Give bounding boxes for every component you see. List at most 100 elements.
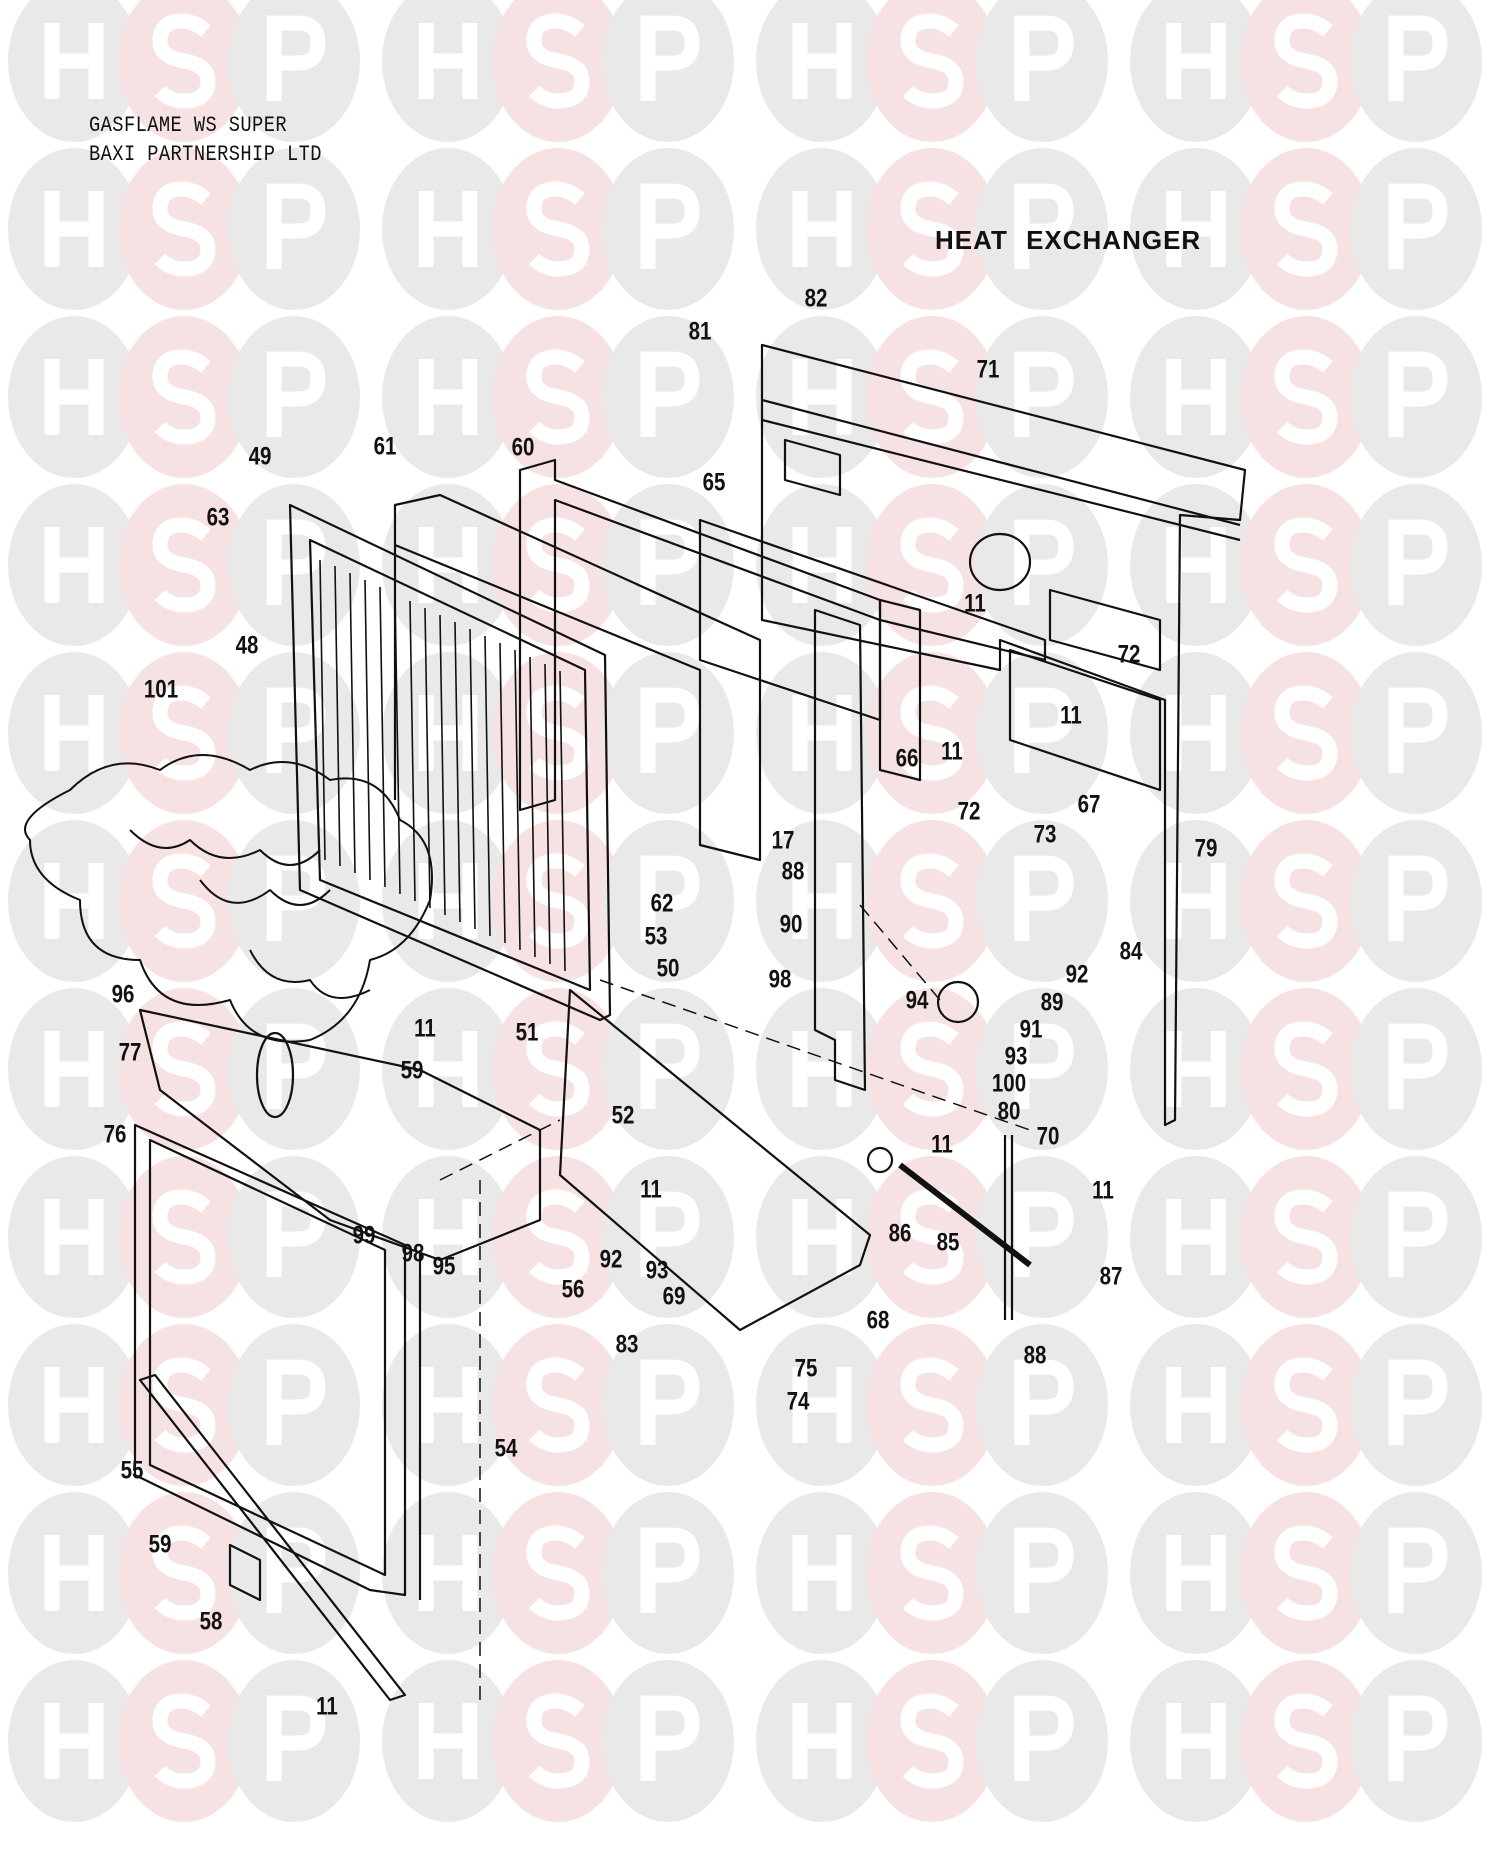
- part-label[interactable]: 62: [650, 889, 674, 918]
- part-label[interactable]: 95: [432, 1252, 456, 1281]
- watermark-mark: [228, 1324, 360, 1486]
- part-label[interactable]: 69: [662, 1282, 686, 1311]
- part-label[interactable]: 55: [120, 1456, 144, 1485]
- part-label[interactable]: 83: [615, 1330, 639, 1359]
- watermark-mark: [866, 820, 998, 982]
- watermark-mark: [228, 148, 360, 310]
- watermark-mark: [866, 148, 998, 310]
- watermark-mark: [602, 316, 734, 478]
- watermark-mark: [118, 652, 250, 814]
- part-label[interactable]: 66: [895, 744, 919, 773]
- part-label[interactable]: 88: [781, 857, 805, 886]
- watermark-mark: [756, 988, 888, 1150]
- part-label[interactable]: 61: [373, 432, 397, 461]
- watermark-mark: [492, 316, 624, 478]
- watermark-mark: [492, 820, 624, 982]
- part-label[interactable]: 98: [401, 1239, 425, 1268]
- part-label[interactable]: 49: [248, 442, 272, 471]
- part-label[interactable]: 65: [702, 468, 726, 497]
- watermark-mark: [1130, 652, 1262, 814]
- watermark-mark: [492, 148, 624, 310]
- part-label[interactable]: 60: [511, 433, 535, 462]
- part-label[interactable]: 101: [143, 675, 179, 704]
- part-label[interactable]: 63: [206, 503, 230, 532]
- part-label[interactable]: 48: [235, 631, 259, 660]
- part-label[interactable]: 11: [316, 1692, 338, 1721]
- watermark-mark: [866, 1324, 998, 1486]
- glass-frame: [133, 1123, 407, 1597]
- part-label[interactable]: 11: [1092, 1176, 1114, 1205]
- watermark-mark: [492, 1660, 624, 1822]
- part-label[interactable]: 92: [1065, 960, 1089, 989]
- part-label[interactable]: 11: [941, 737, 963, 766]
- watermark-mark: [382, 652, 514, 814]
- part-label[interactable]: 11: [931, 1130, 953, 1159]
- part-label[interactable]: 75: [794, 1354, 818, 1383]
- watermark-mark: [1240, 1324, 1372, 1486]
- part-label[interactable]: 93: [645, 1256, 669, 1285]
- part-label[interactable]: 80: [997, 1097, 1021, 1126]
- part-label[interactable]: 99: [352, 1221, 376, 1250]
- part-label[interactable]: 54: [494, 1434, 518, 1463]
- part-label[interactable]: 58: [199, 1607, 223, 1636]
- watermark-mark: [976, 0, 1108, 142]
- part-label[interactable]: 76: [103, 1120, 127, 1149]
- part-label[interactable]: 11: [640, 1175, 662, 1204]
- part-label[interactable]: 67: [1077, 790, 1101, 819]
- part-label[interactable]: 77: [118, 1038, 142, 1067]
- part-label[interactable]: 89: [1040, 988, 1064, 1017]
- watermark-mark: [756, 1324, 888, 1486]
- watermark-mark: [1130, 148, 1262, 310]
- part-label[interactable]: 52: [611, 1101, 635, 1130]
- watermark-mark: [492, 1492, 624, 1654]
- watermark-mark: [602, 1324, 734, 1486]
- watermark-mark: [866, 1492, 998, 1654]
- part-label[interactable]: 11: [964, 589, 986, 618]
- part-label[interactable]: 59: [148, 1530, 172, 1559]
- part-label[interactable]: 72: [957, 797, 981, 826]
- part-label[interactable]: 56: [561, 1275, 585, 1304]
- watermark-mark: [492, 988, 624, 1150]
- part-label[interactable]: 98: [768, 965, 792, 994]
- watermark-mark: [1350, 1660, 1482, 1822]
- part-label[interactable]: 82: [804, 284, 828, 313]
- part-label[interactable]: 70: [1036, 1122, 1060, 1151]
- part-label[interactable]: 73: [1033, 820, 1057, 849]
- part-label[interactable]: 87: [1099, 1262, 1123, 1291]
- part-label[interactable]: 11: [414, 1014, 436, 1043]
- part-label[interactable]: 81: [688, 317, 712, 346]
- part-label[interactable]: 59: [400, 1056, 424, 1085]
- part-label[interactable]: 72: [1117, 640, 1141, 669]
- watermark-mark: [1350, 820, 1482, 982]
- part-label[interactable]: 88: [1023, 1341, 1047, 1370]
- part-label[interactable]: 11: [1060, 701, 1082, 730]
- watermark-mark: [228, 484, 360, 646]
- watermark-mark: [118, 316, 250, 478]
- part-label[interactable]: 96: [111, 980, 135, 1009]
- part-label[interactable]: 84: [1119, 937, 1143, 966]
- part-label[interactable]: 74: [786, 1387, 810, 1416]
- watermark-mark: [1130, 1324, 1262, 1486]
- part-label[interactable]: 85: [936, 1228, 960, 1257]
- part-label[interactable]: 53: [644, 922, 668, 951]
- part-label[interactable]: 71: [976, 355, 1000, 384]
- part-label[interactable]: 91: [1019, 1015, 1043, 1044]
- part-label[interactable]: 90: [779, 910, 803, 939]
- part-label[interactable]: 100: [991, 1069, 1027, 1098]
- part-label[interactable]: 68: [866, 1306, 890, 1335]
- part-label[interactable]: 86: [888, 1219, 912, 1248]
- watermark-mark: [228, 0, 360, 142]
- part-label[interactable]: 94: [905, 986, 929, 1015]
- watermark-mark: [976, 1660, 1108, 1822]
- part-label[interactable]: 93: [1004, 1042, 1028, 1071]
- part-label[interactable]: 51: [515, 1018, 539, 1047]
- part-label[interactable]: 17: [771, 826, 795, 855]
- watermark-mark: [756, 1660, 888, 1822]
- part-label[interactable]: 50: [656, 954, 680, 983]
- part-label[interactable]: 79: [1194, 834, 1218, 863]
- watermark-mark: [382, 1660, 514, 1822]
- part-label[interactable]: 92: [599, 1245, 623, 1274]
- watermark-mark: [1240, 316, 1372, 478]
- watermark-mark: [8, 1324, 140, 1486]
